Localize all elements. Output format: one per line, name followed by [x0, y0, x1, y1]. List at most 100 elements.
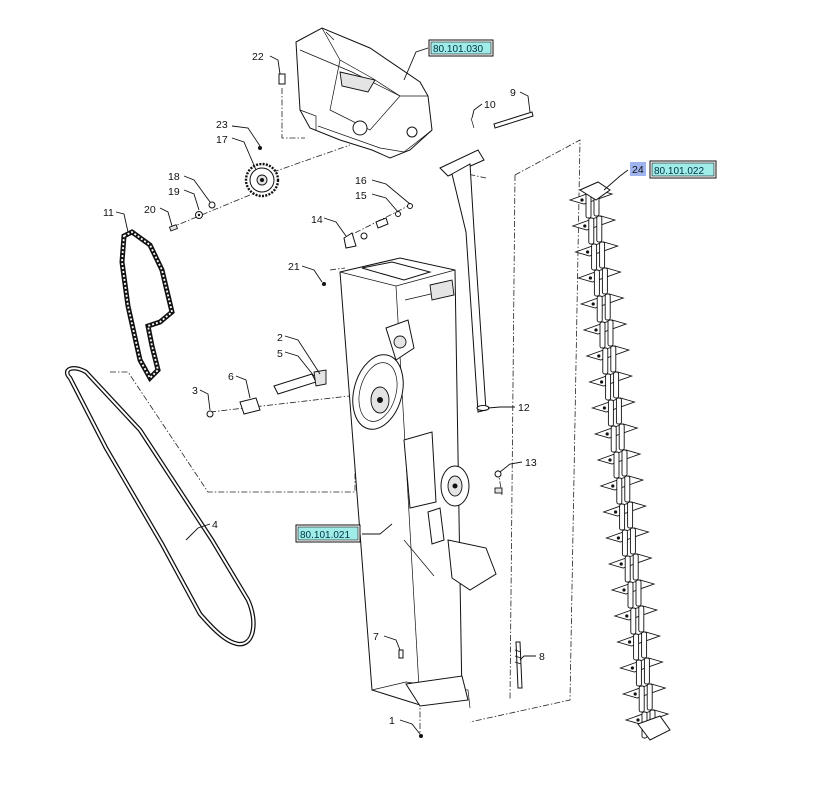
chain-pin [602, 406, 607, 410]
callout-6: 6 [228, 371, 234, 383]
rod-and-bolt [470, 111, 534, 129]
fastener-hardware [206, 203, 503, 738]
chain-link [616, 477, 623, 505]
callout-8: 8 [539, 651, 545, 663]
ref-chain[interactable]: 80.101.022 [649, 160, 717, 179]
chain-link [627, 501, 634, 529]
chain-pin [605, 432, 609, 436]
chain-pin [628, 640, 632, 644]
ref-elevator[interactable]: 80.101.021 [295, 524, 361, 543]
callout-23: 23 [216, 119, 228, 131]
shaft-8 [514, 641, 523, 689]
chain-pin [611, 484, 615, 488]
chain-link [591, 243, 598, 271]
small-hardware [168, 73, 286, 232]
chain-link [629, 527, 636, 555]
callout-3: 3 [192, 385, 198, 397]
chain-pin [586, 250, 590, 254]
chain-link [601, 267, 608, 295]
chain-pin [580, 198, 584, 202]
chain-link [624, 555, 631, 583]
chain-pin [594, 328, 598, 332]
elevator-column [339, 257, 497, 709]
chain-pin [636, 718, 640, 722]
chain-link [610, 345, 617, 373]
chain-link [613, 451, 620, 479]
callout-4: 4 [212, 519, 218, 531]
chain-pin [616, 536, 621, 540]
chain-pin [608, 458, 612, 462]
chain-pin [600, 380, 604, 384]
chain-link [596, 295, 603, 323]
chain-link [602, 347, 609, 375]
ref-chain-label: 80.101.022 [654, 166, 704, 177]
chain-link [630, 607, 637, 635]
callout-20: 20 [144, 204, 156, 216]
callout-numbers: 22 23 17 18 19 20 11 16 15 14 21 2 5 3 6… [103, 51, 646, 727]
ref-top-housing-label: 80.101.030 [433, 44, 483, 55]
top-drive-housing [295, 27, 433, 159]
chain-link [618, 423, 625, 451]
callout-5: 5 [277, 348, 283, 360]
callout-2: 2 [277, 332, 283, 344]
chain-link [638, 685, 645, 713]
callout-21: 21 [288, 261, 300, 273]
discharge-pipe [439, 149, 490, 413]
chain-link [635, 659, 642, 687]
callout-22: 22 [252, 51, 264, 63]
chain-pin [622, 588, 626, 592]
callout-24-highlight [630, 162, 646, 176]
chain-link [599, 241, 606, 269]
drive-sprocket [244, 162, 280, 198]
chain-link [607, 319, 614, 347]
chain-link [643, 657, 650, 685]
chain-link [610, 425, 617, 453]
chain-link [621, 529, 628, 557]
chain-link [613, 371, 620, 399]
callout-1: 1 [389, 715, 395, 727]
chain-pin [591, 302, 595, 306]
callout-9: 9 [510, 87, 516, 99]
callout-10: 10 [484, 99, 496, 111]
chain-pin [583, 224, 587, 228]
chain-link [593, 269, 600, 297]
chain-link [599, 321, 606, 349]
callout-18: 18 [168, 171, 180, 183]
chain-link [635, 579, 642, 607]
chain-link [604, 293, 611, 321]
chain-pin [633, 692, 637, 696]
callout-16: 16 [355, 175, 367, 187]
callout-15: 15 [355, 190, 367, 202]
chain-link [605, 373, 612, 401]
chain-pin [619, 562, 623, 566]
chain-pin [597, 354, 601, 358]
chain-link [641, 631, 648, 659]
callout-11: 11 [103, 207, 114, 219]
chain-link [624, 475, 631, 503]
chain-link [588, 217, 595, 245]
ref-elevator-label: 80.101.021 [300, 530, 350, 541]
callout-12: 12 [518, 402, 530, 414]
chain-link [633, 633, 640, 661]
chain-bottom-plate [637, 715, 671, 741]
callout-7: 7 [373, 631, 379, 643]
ref-top-housing[interactable]: 80.101.030 [428, 39, 494, 57]
chain-link [621, 449, 628, 477]
callout-19: 19 [168, 186, 180, 198]
chain-link [646, 683, 653, 711]
chain-link [615, 397, 622, 425]
chain-link [619, 503, 626, 531]
chain-link [596, 215, 603, 243]
chain-link [638, 605, 645, 633]
reference-boxes: 80.101.030 80.101.021 80.101.022 [295, 39, 717, 543]
assembly-guide-lines [110, 88, 581, 735]
paddle-chain [568, 181, 671, 741]
chain-link [627, 581, 634, 609]
callout-14: 14 [311, 214, 323, 226]
chain-pin [588, 276, 593, 280]
chain-link [632, 553, 639, 581]
chain-pin [614, 510, 618, 514]
callout-17: 17 [216, 134, 228, 146]
